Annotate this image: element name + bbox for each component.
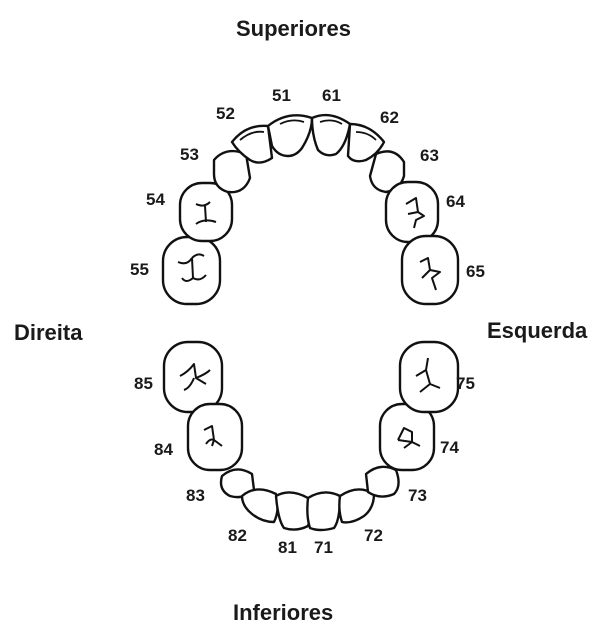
tooth-label-61: 61 (322, 86, 341, 105)
tooth-label-74: 74 (440, 438, 459, 457)
tooth-label-73: 73 (408, 486, 427, 505)
tooth-label-72: 72 (364, 526, 383, 545)
tooth-55 (161, 235, 222, 306)
tooth-label-82: 82 (228, 526, 247, 545)
tooth-label-83: 83 (186, 486, 205, 505)
heading-lower: Inferiores (233, 600, 334, 625)
tooth-72 (338, 488, 376, 524)
tooth-label-75: 75 (456, 374, 475, 393)
tooth-label-51: 51 (272, 86, 291, 105)
tooth-label-54: 54 (146, 190, 165, 209)
tooth-53 (212, 149, 252, 194)
heading-left: Esquerda (487, 318, 588, 343)
tooth-52 (230, 124, 274, 164)
upper-arch (161, 113, 460, 306)
tooth-51 (266, 114, 314, 158)
heading-upper: Superiores (236, 16, 351, 41)
tooth-64 (384, 180, 440, 244)
tooth-label-62: 62 (380, 108, 399, 127)
tooth-82 (240, 488, 279, 524)
heading-right: Direita (14, 320, 83, 345)
tooth-61 (310, 113, 352, 157)
tooth-label-71: 71 (314, 538, 333, 557)
tooth-75 (398, 340, 460, 414)
tooth-label-63: 63 (420, 146, 439, 165)
tooth-label-65: 65 (466, 262, 485, 281)
tooth-65 (400, 234, 460, 306)
tooth-label-85: 85 (134, 374, 153, 393)
tooth-54 (178, 181, 234, 243)
tooth-84 (186, 402, 244, 472)
tooth-label-53: 53 (180, 145, 199, 164)
tooth-label-55: 55 (130, 260, 149, 279)
tooth-85 (162, 340, 224, 414)
lower-arch (162, 340, 460, 532)
tooth-74 (378, 402, 436, 472)
tooth-label-81: 81 (278, 538, 297, 557)
tooth-label-84: 84 (154, 440, 173, 459)
tooth-71 (306, 491, 342, 532)
tooth-label-52: 52 (216, 104, 235, 123)
tooth-label-64: 64 (446, 192, 465, 211)
tooth-73 (364, 465, 400, 498)
tooth-81 (274, 491, 312, 531)
